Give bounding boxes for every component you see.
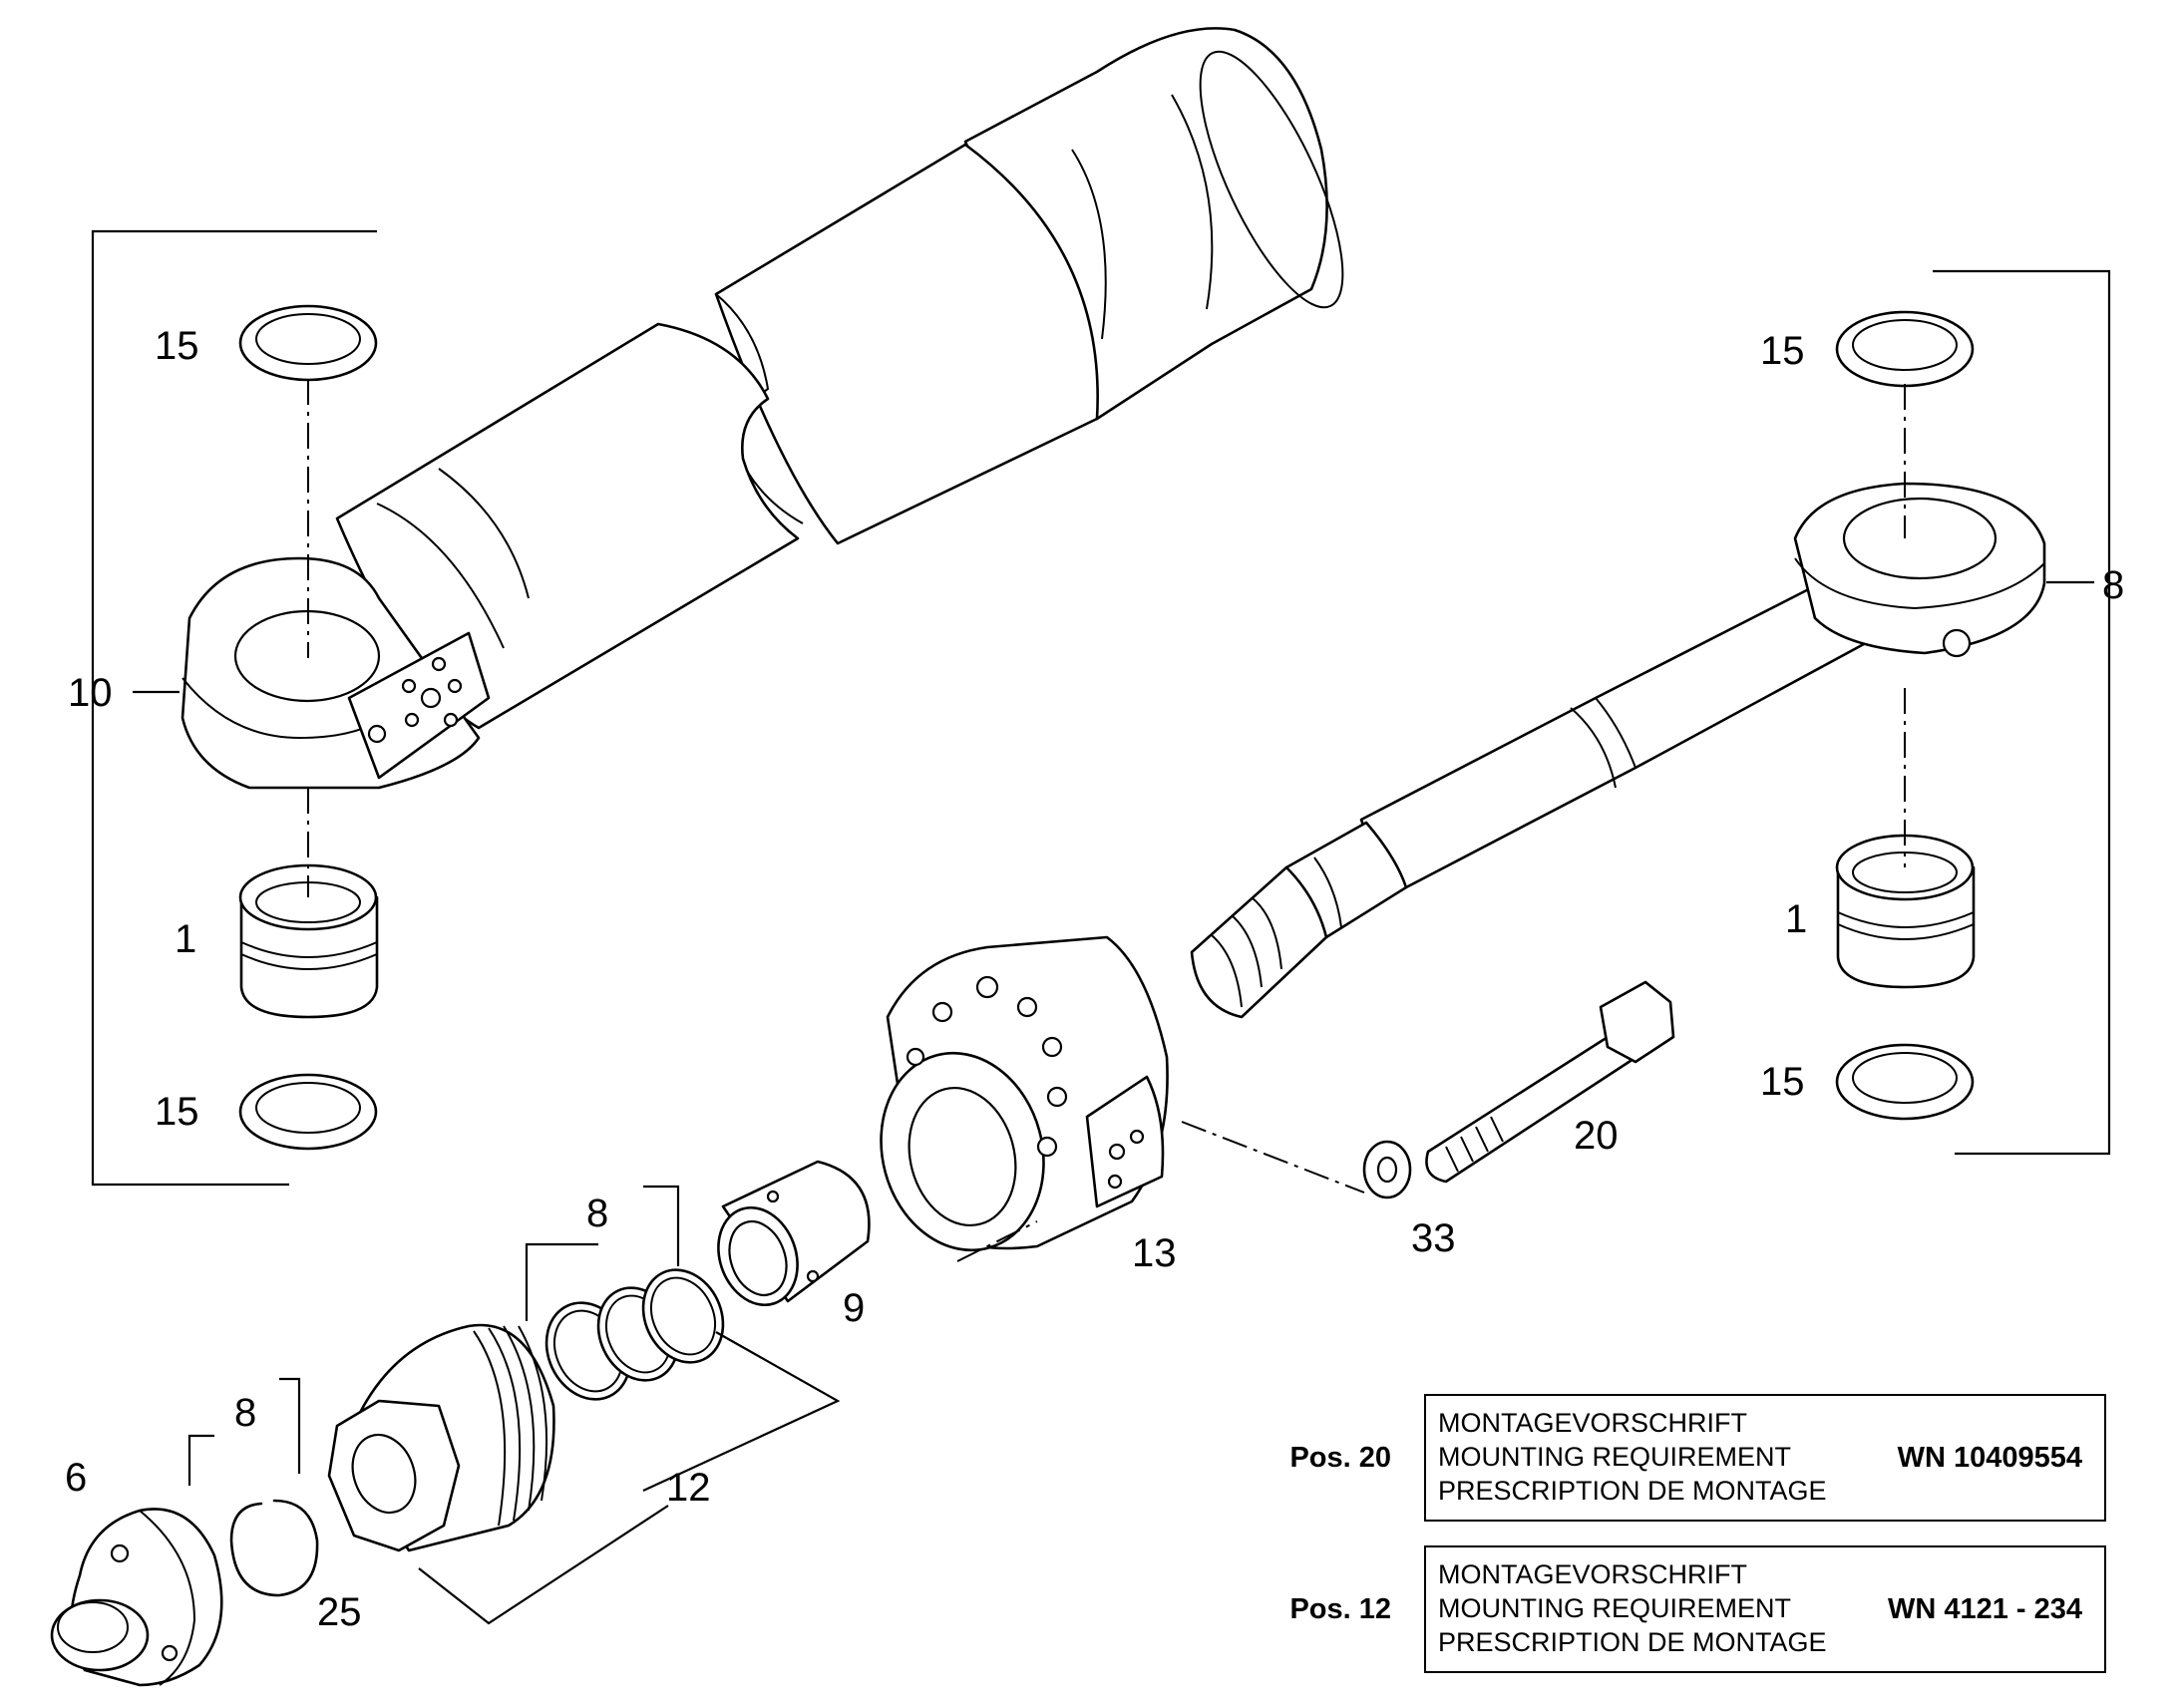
spacer-tube bbox=[717, 1160, 871, 1307]
cylinder-tube bbox=[181, 27, 1344, 790]
callout-1-right: 1 bbox=[1785, 897, 1807, 941]
callout-33: 33 bbox=[1411, 1216, 1456, 1260]
note-2-standard-number: WN 4121 - 234 bbox=[1887, 1593, 2082, 1625]
callout-10: 10 bbox=[68, 671, 113, 715]
piston-rod bbox=[1190, 482, 2046, 1019]
note-1-line-de: MONTAGEVORSCHRIFT bbox=[1438, 1408, 1747, 1438]
callout-9: 9 bbox=[843, 1286, 865, 1330]
callout-25: 25 bbox=[317, 1590, 362, 1634]
callout-12: 12 bbox=[666, 1466, 711, 1510]
note-1-position: Pos. 20 bbox=[1289, 1442, 1391, 1474]
callout-8-ring: 8 bbox=[234, 1391, 256, 1435]
note-2-position: Pos. 12 bbox=[1289, 1593, 1391, 1625]
note-1-line-fr: PRESCRIPTION DE MONTAGE bbox=[1438, 1476, 1827, 1506]
callout-15-bottom-left: 15 bbox=[155, 1090, 199, 1134]
callout-15-top-right: 15 bbox=[1760, 329, 1805, 373]
callout-8-seals: 8 bbox=[586, 1192, 608, 1235]
seal-rings bbox=[545, 1268, 725, 1401]
note-2-line-de: MONTAGEVORSCHRIFT bbox=[1438, 1559, 1747, 1589]
bolt-and-washer bbox=[1362, 980, 1675, 1199]
cylinder-head bbox=[880, 935, 1169, 1252]
piston bbox=[327, 1323, 555, 1552]
callout-8-right: 8 bbox=[2102, 563, 2124, 607]
note-1-standard-number: WN 10409554 bbox=[1897, 1442, 2082, 1474]
note-2-line-en: MOUNTING REQUIREMENT bbox=[1438, 1593, 1791, 1623]
end-cap bbox=[50, 1508, 223, 1687]
note-2-line-fr: PRESCRIPTION DE MONTAGE bbox=[1438, 1627, 1827, 1657]
callout-6: 6 bbox=[65, 1456, 87, 1500]
mounting-note-1: MONTAGEVORSCHRIFT MOUNTING REQUIREMENT P… bbox=[1424, 1394, 2106, 1522]
mounting-note-2: MONTAGEVORSCHRIFT MOUNTING REQUIREMENT P… bbox=[1424, 1545, 2106, 1673]
callout-20: 20 bbox=[1574, 1114, 1619, 1158]
callout-1-left: 1 bbox=[175, 917, 196, 961]
note-1-line-en: MOUNTING REQUIREMENT bbox=[1438, 1442, 1791, 1472]
callout-13: 13 bbox=[1132, 1231, 1177, 1275]
callout-15-top-left: 15 bbox=[155, 324, 199, 368]
callout-15-bottom-right: 15 bbox=[1760, 1060, 1805, 1104]
circlip bbox=[229, 1499, 319, 1597]
